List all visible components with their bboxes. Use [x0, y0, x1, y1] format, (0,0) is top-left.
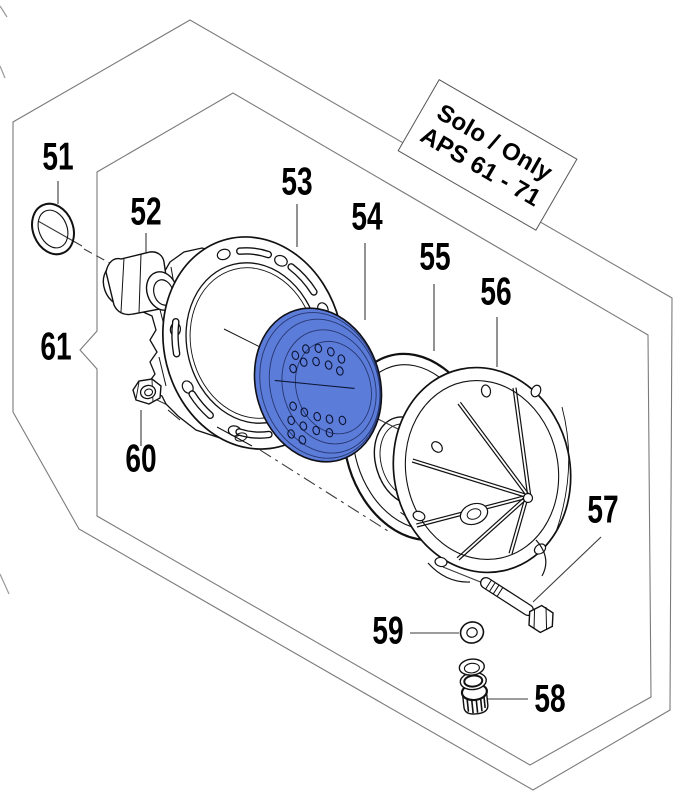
part-label-58: 58	[534, 677, 566, 721]
part-label-51: 51	[42, 135, 74, 179]
part-label-55: 55	[419, 235, 451, 279]
part-label-59: 59	[372, 609, 404, 653]
part-59-washer	[459, 621, 485, 644]
part-label-56: 56	[480, 270, 512, 314]
part-label-60: 60	[125, 437, 157, 481]
part-54-diaphragm	[253, 307, 383, 463]
part-51-oring	[31, 202, 75, 256]
diaphragm-holes	[287, 343, 347, 445]
inner-border-group-61	[79, 92, 652, 766]
part-60-nut	[132, 378, 162, 405]
part-57-bolt	[480, 577, 554, 634]
part-56-cover	[392, 366, 572, 583]
outer-border	[12, 19, 673, 791]
part-label-61: 61	[40, 325, 72, 369]
part-label-57: 57	[587, 488, 619, 532]
part-label-53: 53	[281, 160, 313, 204]
leader-lines	[37, 181, 602, 700]
part-label-52: 52	[130, 190, 162, 234]
edge-stub-marks	[0, 5, 10, 595]
part-58-valve-fitting	[458, 658, 489, 715]
part-label-54: 54	[351, 195, 383, 239]
flange-interior-lines	[216, 328, 269, 447]
part-52-fitting	[102, 251, 179, 316]
